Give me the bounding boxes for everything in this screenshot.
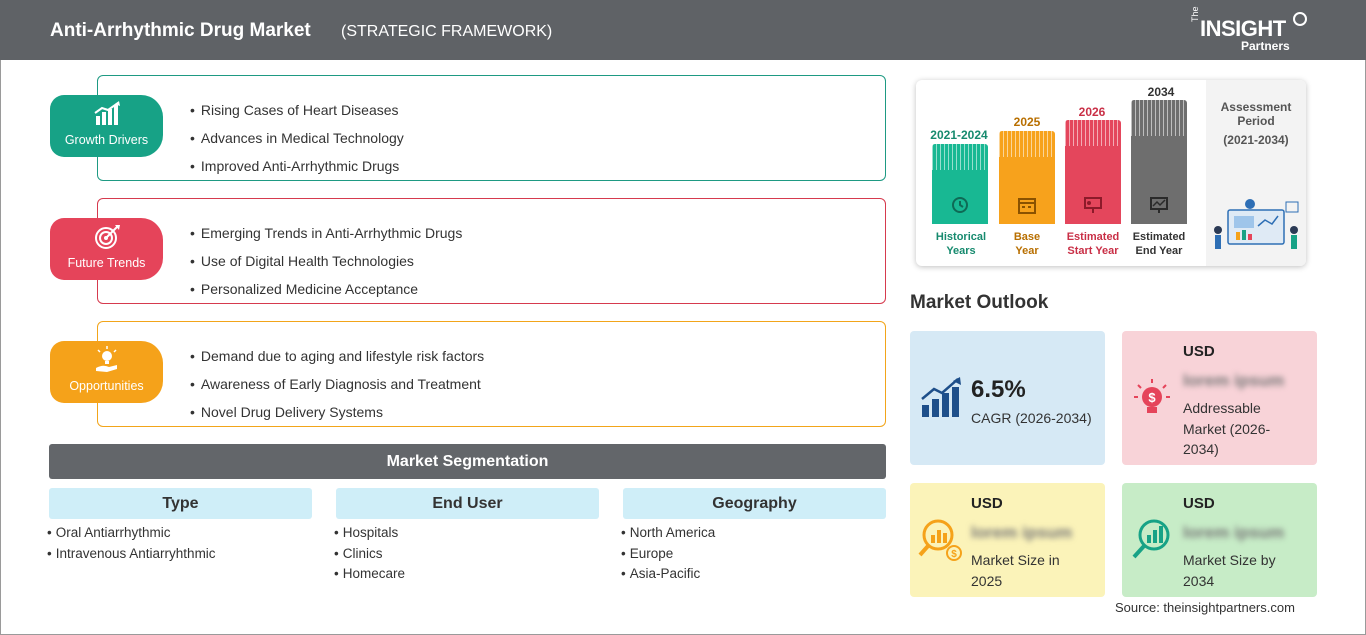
target-icon (50, 224, 163, 250)
segment-type: Type Oral Antiarrhythmic Intravenous Ant… (49, 488, 312, 564)
cagr-value: 6.5% (971, 376, 1026, 403)
list-item: Hospitals (334, 523, 599, 544)
list-item: Use of Digital Health Technologies (190, 247, 462, 275)
timeline-year: 2021-2024 (930, 128, 988, 142)
list-item: North America (621, 523, 886, 544)
list-item: Homecare (334, 564, 599, 585)
segment-list: North America Europe Asia-Pacific (623, 523, 886, 585)
page-title: Anti-Arrhythmic Drug Market (50, 20, 311, 41)
magnifier-chart-icon: $ (918, 519, 962, 561)
future-trends-label: Future Trends (67, 256, 146, 270)
lightbulb-hand-icon (50, 346, 163, 373)
list-item: Intravenous Antiarryhthmic (47, 544, 312, 565)
logo-the: The (1190, 6, 1200, 22)
header-bar: Anti-Arrhythmic Drug Market (STRATEGIC F… (0, 0, 1366, 60)
svg-text:$: $ (1148, 390, 1156, 405)
market-size-by-2034-value: lorem ipsum (1183, 523, 1285, 542)
future-trends-badge: Future Trends (50, 218, 163, 280)
list-item: Emerging Trends in Anti-Arrhythmic Drugs (190, 219, 462, 247)
growth-chart-icon (921, 377, 961, 417)
timeline-bar (999, 131, 1055, 224)
history-icon (952, 197, 968, 213)
opportunities-label: Opportunities (69, 379, 144, 393)
logo-partners: Partners (1241, 39, 1290, 53)
segment-heading: End User (336, 488, 599, 519)
timeline-year: 2026 (1078, 105, 1106, 119)
market-outlook-title: Market Outlook (910, 292, 1049, 313)
timeline-year: 2025 (1013, 115, 1041, 129)
opportunities-list: Demand due to aging and lifestyle risk f… (190, 342, 484, 426)
timeline-bar (1065, 120, 1121, 224)
insight-partners-logo[interactable]: The INSIGHT Partners (1190, 6, 1310, 54)
future-trends-list: Emerging Trends in Anti-Arrhythmic Drugs… (190, 219, 462, 303)
logo-insight: INSIGHT (1200, 16, 1286, 41)
presentation-icon (1084, 197, 1102, 213)
cagr-card: 6.5% CAGR (2026-2034) (910, 331, 1105, 465)
list-item: Demand due to aging and lifestyle risk f… (190, 342, 484, 370)
magnifier-growth-icon (1132, 519, 1170, 559)
addressable-value: lorem ipsum (1183, 371, 1285, 390)
future-trends-card: Emerging Trends in Anti-Arrhythmic Drugs… (97, 198, 886, 304)
logo-ring-icon (1293, 12, 1307, 26)
assessment-range: (2021-2034) (1223, 133, 1289, 147)
list-item: Personalized Medicine Acceptance (190, 275, 462, 303)
timeline-bar (1131, 100, 1187, 224)
list-item: Oral Antiarrhythmic (47, 523, 312, 544)
list-item: Advances in Medical Technology (190, 124, 404, 152)
list-item: Europe (621, 544, 886, 565)
calendar-icon (1018, 198, 1036, 214)
market-size-2025-value: lorem ipsum (971, 523, 1073, 542)
addressable-currency: USD (1183, 343, 1215, 360)
opportunities-card: Demand due to aging and lifestyle risk f… (97, 321, 886, 427)
market-size-2025-currency: USD (971, 495, 1003, 512)
list-item: Novel Drug Delivery Systems (190, 398, 484, 426)
monitor-chart-icon (1150, 197, 1168, 213)
market-segmentation-bar: Market Segmentation (49, 444, 886, 479)
list-item: Awareness of Early Diagnosis and Treatme… (190, 370, 484, 398)
segment-end-user: End User Hospitals Clinics Homecare (336, 488, 599, 585)
growth-drivers-badge: Growth Drivers (50, 95, 163, 157)
analytics-people-icon (1214, 199, 1299, 249)
growth-drivers-card: Rising Cases of Heart Diseases Advances … (97, 75, 886, 181)
segment-heading: Geography (623, 488, 886, 519)
segment-list: Hospitals Clinics Homecare (336, 523, 599, 585)
source-credit[interactable]: Source: theinsightpartners.com (1115, 600, 1295, 615)
svg-text:$: $ (951, 549, 957, 560)
list-item: Asia-Pacific (621, 564, 886, 585)
opportunities-badge: Opportunities (50, 341, 163, 403)
timeline-year: 2034 (1147, 85, 1175, 99)
segment-list: Oral Antiarrhythmic Intravenous Antiarry… (49, 523, 312, 564)
list-item: Rising Cases of Heart Diseases (190, 96, 404, 124)
segment-heading: Type (49, 488, 312, 519)
timeline-bar (932, 144, 988, 224)
page-subtitle: (STRATEGIC FRAMEWORK) (341, 23, 553, 40)
market-size-by-2034-currency: USD (1183, 495, 1215, 512)
list-item: Improved Anti-Arrhythmic Drugs (190, 152, 404, 180)
list-item: Clinics (334, 544, 599, 565)
growth-drivers-label: Growth Drivers (64, 133, 149, 147)
cagr-description: CAGR (2026-2034) (971, 410, 1092, 426)
segment-geography: Geography North America Europe Asia-Paci… (623, 488, 886, 585)
bar-chart-growth-icon (50, 101, 163, 127)
lightbulb-dollar-icon: $ (1134, 379, 1170, 413)
growth-drivers-list: Rising Cases of Heart Diseases Advances … (190, 96, 404, 180)
